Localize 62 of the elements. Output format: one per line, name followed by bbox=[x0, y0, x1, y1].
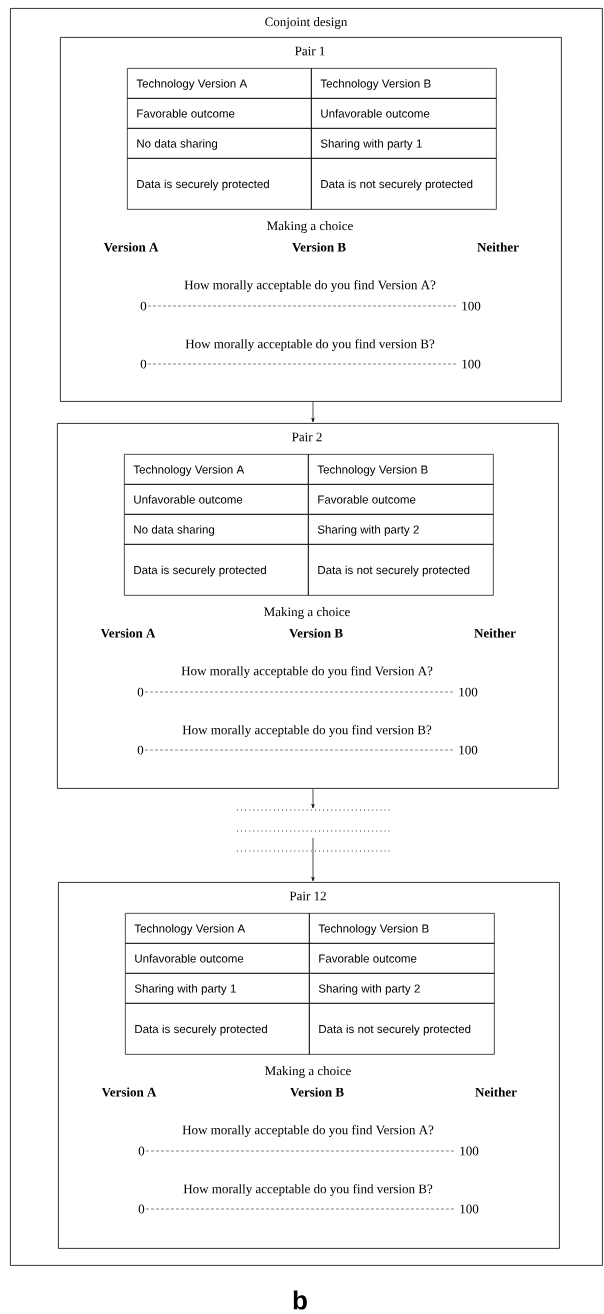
table-cell: Data is not securely protected bbox=[308, 544, 494, 596]
table-cell: No data sharing bbox=[124, 514, 309, 545]
table-cell: Sharing with party 1 bbox=[125, 973, 310, 1004]
table-cell: Technology Version A bbox=[125, 913, 310, 944]
scale-label: 100 bbox=[460, 1204, 479, 1214]
table-cell: Sharing with party 2 bbox=[309, 973, 495, 1004]
option-label: Neither bbox=[475, 1087, 517, 1097]
scale-label: 100 bbox=[460, 1146, 479, 1156]
table-cell: Sharing with party 2 bbox=[308, 514, 494, 545]
table-cell: Sharing with party 1 bbox=[311, 128, 497, 159]
scale-label: 0 bbox=[138, 1204, 145, 1214]
scale-label: 0 bbox=[137, 745, 144, 755]
heading: Making a choice bbox=[264, 607, 350, 619]
question: How morally acceptable do you find version B? bbox=[182, 725, 432, 737]
question: How morally acceptable do you find version B? bbox=[185, 339, 435, 351]
heading: Pair 2 bbox=[292, 432, 322, 442]
table-cell: Data is not securely protected bbox=[311, 158, 497, 210]
table-cell: Unfavorable outcome bbox=[125, 943, 310, 974]
table-cell: No data sharing bbox=[127, 128, 312, 159]
table-cell: Technology Version B bbox=[308, 454, 494, 485]
table-cell: Data is securely protected bbox=[127, 158, 312, 210]
option-label: Neither bbox=[477, 242, 519, 252]
heading: Making a choice bbox=[267, 221, 353, 233]
heading: Pair 12 bbox=[289, 891, 326, 901]
option-label: Version A bbox=[103, 242, 159, 252]
table-cell: Technology Version B bbox=[309, 913, 495, 944]
arrow bbox=[311, 837, 315, 882]
heading: Making a choice bbox=[265, 1066, 351, 1078]
title: Conjoint design bbox=[265, 17, 348, 29]
table-cell: Favorable outcome bbox=[127, 98, 312, 129]
table-cell: Technology Version A bbox=[127, 68, 312, 99]
table-cell: Technology Version A bbox=[124, 454, 309, 485]
table-cell: Favorable outcome bbox=[308, 484, 494, 515]
scale-label: 0 bbox=[140, 359, 147, 369]
arrow bbox=[311, 401, 315, 423]
scale-label: 0 bbox=[138, 1146, 145, 1156]
option-label: Version B bbox=[290, 1087, 344, 1097]
question: How morally acceptable do you find Version A? bbox=[184, 280, 436, 292]
option-label: Neither bbox=[474, 628, 516, 638]
panel-letter: b bbox=[293, 1290, 307, 1310]
question: How morally acceptable do you find Version A? bbox=[181, 666, 433, 678]
question: How morally acceptable do you find version B? bbox=[183, 1184, 433, 1196]
scale-label: 100 bbox=[459, 745, 478, 755]
option-label: Version A bbox=[100, 628, 156, 638]
heading: Pair 1 bbox=[295, 46, 325, 56]
scale-label: 100 bbox=[462, 359, 481, 369]
scale-label: 100 bbox=[462, 301, 481, 311]
table-cell: Data is securely protected bbox=[124, 544, 309, 596]
option-label: Version B bbox=[292, 242, 346, 252]
scale-label: 0 bbox=[137, 687, 144, 697]
table-cell: Data is not securely protected bbox=[309, 1003, 495, 1055]
table-cell: Unfavorable outcome bbox=[311, 98, 497, 129]
scale-label: 0 bbox=[140, 301, 147, 311]
table-cell: Unfavorable outcome bbox=[124, 484, 309, 515]
option-label: Version A bbox=[101, 1087, 157, 1097]
question: How morally acceptable do you find Version A? bbox=[182, 1125, 434, 1137]
arrow bbox=[311, 788, 315, 809]
table-cell: Technology Version B bbox=[311, 68, 497, 99]
table-cell: Favorable outcome bbox=[309, 943, 495, 974]
table-cell: Data is securely protected bbox=[125, 1003, 310, 1055]
scale-label: 100 bbox=[459, 687, 478, 697]
option-label: Version B bbox=[289, 628, 343, 638]
